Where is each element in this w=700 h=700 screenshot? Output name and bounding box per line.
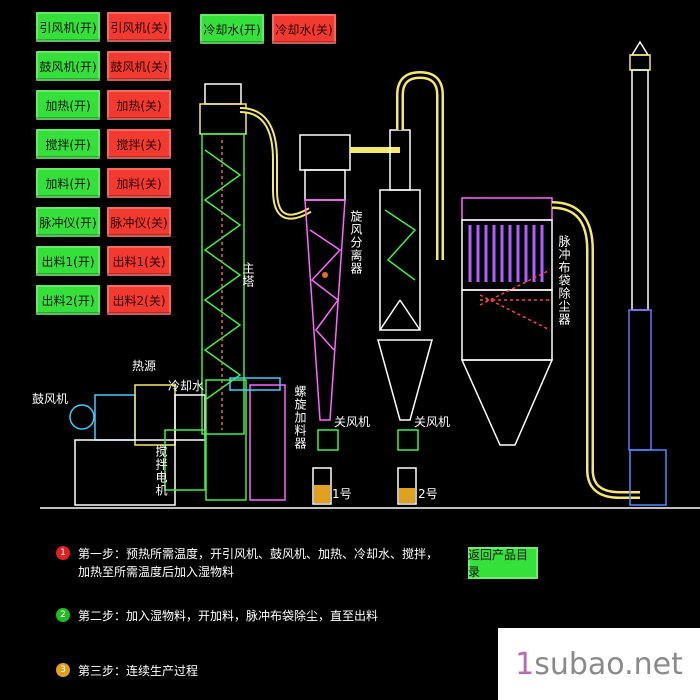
exhaust-stack [628, 40, 667, 506]
control-off-button[interactable]: 加料(关) [107, 168, 171, 198]
airlock-bin-1 [312, 429, 339, 505]
bin-2-label: 2号 [418, 487, 438, 501]
watermark-rest: subao.net [534, 646, 683, 682]
control-on-button[interactable]: 加热(开) [36, 90, 100, 120]
airlock-1-label: 关风机 [334, 415, 371, 429]
control-off-button[interactable]: 搅拌(关) [107, 129, 171, 159]
step-3: 3 第三步：连续生产过程 [56, 662, 198, 680]
second-cyclone [377, 129, 433, 421]
control-off-button[interactable]: 引风机(关) [107, 12, 171, 42]
heat-source-label: 热源 [132, 359, 157, 373]
blower-label: 鼓风机 [32, 392, 69, 406]
control-off-button[interactable]: 加热(关) [107, 90, 171, 120]
cooling-off-button[interactable]: 冷却水(关) [272, 14, 336, 44]
main-tower-label: 主塔 [241, 262, 255, 288]
pulse-collector [460, 197, 554, 446]
screw-feeder-label: 螺旋加料器 [293, 385, 307, 450]
control-off-button[interactable]: 脉冲仪(关) [107, 207, 171, 237]
control-on-button[interactable]: 脉冲仪(开) [36, 207, 100, 237]
watermark-accent: 1 [515, 646, 535, 682]
control-off-button[interactable]: 出料2(关) [107, 285, 171, 315]
blower-heater-unit [69, 377, 286, 506]
airlock-2-label: 关风机 [414, 415, 451, 429]
return-catalog-button[interactable]: 返回产品目录 [468, 547, 538, 579]
step-3-number: 3 [56, 663, 70, 677]
stirrer-label: 搅拌电机 [154, 445, 168, 497]
control-on-button[interactable]: 鼓风机(开) [36, 51, 100, 81]
control-off-button[interactable]: 出料1(关) [107, 246, 171, 276]
main-tower [199, 83, 247, 435]
control-on-button[interactable]: 引风机(开) [36, 12, 100, 42]
control-on-button[interactable]: 出料1(开) [36, 246, 100, 276]
cyclone-label: 旋风分离器 [349, 210, 363, 275]
step-2-number: 2 [56, 608, 70, 622]
cooling-on-button[interactable]: 冷却水(开) [200, 14, 264, 44]
bin-1-label: 1号 [332, 487, 352, 501]
step-1-number: 1 [56, 546, 70, 560]
airlock-bin-2 [397, 429, 419, 505]
cyclone-separator [299, 134, 351, 421]
step-2: 2 第二步：加入湿物料，开加料，脉冲布袋除尘，直至出料 [56, 607, 378, 625]
control-on-button[interactable]: 出料2(开) [36, 285, 100, 315]
step-1-text-line2: 加热至所需温度后加入湿物料 [78, 565, 235, 579]
control-on-button[interactable]: 搅拌(开) [36, 129, 100, 159]
pulse-collector-label: 脉冲布袋除尘器 [557, 235, 571, 326]
control-on-button[interactable]: 加料(开) [36, 168, 100, 198]
step-1: 1 第一步：预热所需温度，开引风机、鼓风机、加热、冷却水、搅拌， 加热至所需温度… [56, 545, 438, 581]
step-3-text: 第三步：连续生产过程 [78, 664, 199, 678]
cooling-water-label: 冷却水 [168, 379, 205, 393]
step-1-text-line1: 第一步：预热所需温度，开引风机、鼓风机、加热、冷却水、搅拌， [78, 547, 439, 561]
step-2-text: 第二步：加入湿物料，开加料，脉冲布袋除尘，直至出料 [78, 609, 379, 623]
control-off-button[interactable]: 鼓风机(关) [107, 51, 171, 81]
